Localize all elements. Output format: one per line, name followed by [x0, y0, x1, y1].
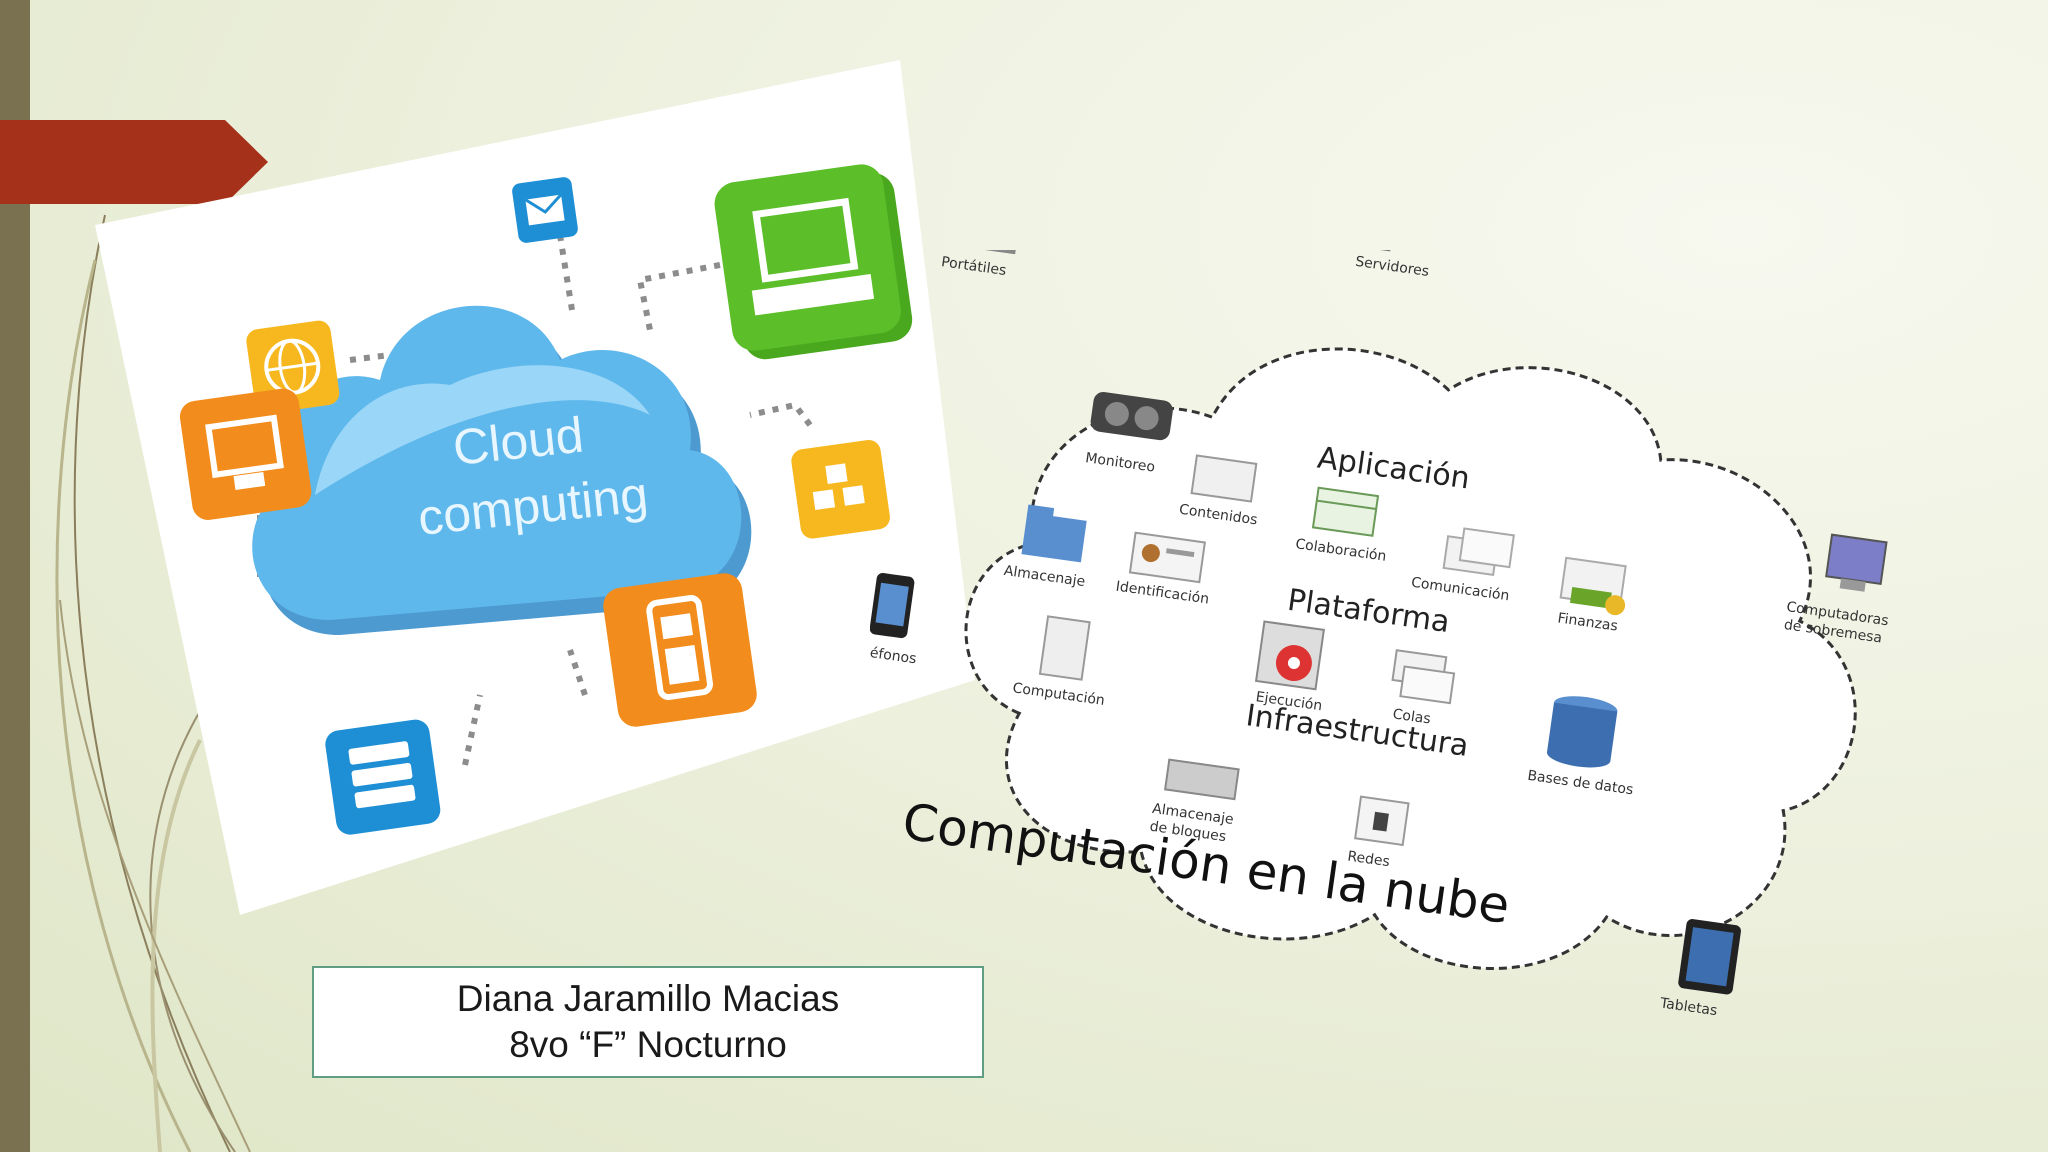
identification-icon — [1128, 531, 1206, 584]
label-laptops: Portátiles — [940, 254, 1007, 279]
phone-icon — [603, 573, 757, 727]
databases-icon — [1546, 696, 1618, 768]
label-networks: Redes — [1346, 848, 1390, 870]
phones-icon — [870, 572, 915, 639]
label-servers: Servidores — [1354, 254, 1430, 280]
queues-icon — [1391, 649, 1456, 705]
apps-icon — [791, 439, 890, 539]
cloud-computing-image: Cloud computing — [95, 60, 975, 915]
laptops-icon — [945, 250, 1017, 255]
collaboration-icon — [1311, 486, 1380, 537]
block-storage-icon — [1163, 758, 1240, 801]
laptop-icon — [714, 164, 913, 360]
tablets-icon — [1678, 919, 1741, 995]
cloud-title-line1: Cloud — [450, 407, 586, 476]
communication-icon — [1442, 527, 1515, 577]
storage-icon — [1021, 504, 1087, 563]
author-course: 8vo “F” Nocturno — [509, 1024, 787, 1065]
section-arrow-tag — [0, 120, 268, 204]
cloud-shape: Cloud computing — [252, 305, 752, 635]
content-icon — [1190, 454, 1258, 503]
nube-diagram: Aplicación Plataforma Infraestructura Mo… — [870, 250, 1890, 1019]
label-queues: Colas — [1392, 706, 1432, 727]
monitor-icon — [179, 388, 312, 520]
label-tablets: Tabletas — [1658, 995, 1718, 1019]
author-caption: Diana Jaramillo Macias 8vo “F” Nocturno — [312, 966, 984, 1078]
monitoring-icon — [1090, 391, 1173, 441]
desktops-icon — [1825, 533, 1888, 592]
decorative-curves — [55, 214, 251, 1152]
label-phones: Teléfonos — [870, 642, 917, 667]
finance-icon — [1559, 556, 1627, 616]
compute-icon — [1038, 615, 1091, 681]
execution-icon — [1254, 620, 1325, 691]
server-icon — [325, 719, 441, 835]
mail-icon — [512, 177, 578, 243]
author-name: Diana Jaramillo Macias — [456, 978, 840, 1019]
networks-icon — [1354, 795, 1410, 847]
